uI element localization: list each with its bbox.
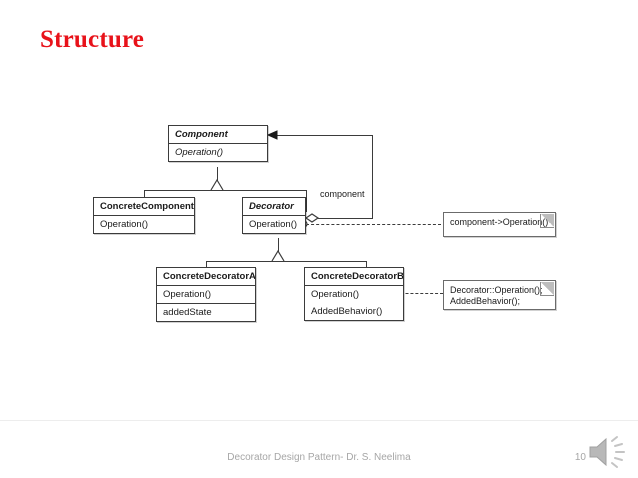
connector-to-concrete-component	[144, 190, 145, 197]
note-fold-corner-icon	[540, 214, 554, 228]
connector-generalization-fork-2	[206, 261, 366, 262]
class-operation-concrete-decorator-b: Operation()	[311, 289, 360, 300]
class-attribute-concrete-decorator-a: addedState	[157, 303, 255, 321]
note-line-1: Decorator::Operation();	[450, 285, 543, 295]
generalization-triangle-icon	[210, 178, 224, 191]
connector-component-down	[217, 167, 218, 181]
class-operation-concrete-decorator-a: Operation()	[163, 289, 212, 300]
class-operation-component: Operation()	[175, 147, 224, 158]
note-line: component->Operation()	[450, 217, 549, 227]
class-name-concrete-component: ConcreteComponent	[94, 198, 194, 216]
note-link-decorator	[306, 224, 441, 225]
aggregation-diamond-icon	[304, 213, 320, 223]
connector-to-decorator	[306, 190, 307, 212]
footer-divider	[0, 420, 638, 421]
class-box-concrete-decorator-b[interactable]: ConcreteDecoratorB Operation() AddedBeha…	[304, 267, 404, 321]
class-name-component: Component	[169, 126, 267, 144]
class-operation-decorator: Operation()	[249, 219, 298, 230]
class-name-concrete-decorator-a: ConcreteDecoratorA	[157, 268, 255, 286]
note-link-concrete-decorator-b	[371, 293, 443, 294]
connector-aggregation-horizontal-bottom	[318, 218, 373, 219]
class-name-decorator: Decorator	[243, 198, 305, 216]
connector-generalization-fork	[144, 190, 306, 191]
connector-to-concrete-decorator-b	[366, 261, 367, 267]
page-title: Structure	[40, 26, 145, 53]
note-box-decorator-operation[interactable]: component->Operation()	[443, 212, 556, 237]
note-box-concrete-decorator-b-operation[interactable]: Decorator::Operation(); AddedBehavior();	[443, 280, 556, 310]
note-line-2: AddedBehavior();	[450, 296, 521, 306]
class-box-decorator[interactable]: Decorator Operation()	[242, 197, 306, 234]
connector-decorator-down	[278, 238, 279, 252]
class-box-component[interactable]: Component Operation()	[168, 125, 268, 162]
connector-aggregation-horizontal-top	[270, 135, 373, 136]
connector-to-concrete-decorator-a	[206, 261, 207, 267]
note-fold-corner-icon-2	[540, 282, 554, 296]
footer-text: Decorator Design Pattern- Dr. S. Neelima	[227, 452, 411, 463]
speaker-icon[interactable]	[584, 432, 632, 472]
class-behavior-concrete-decorator-b: AddedBehavior()	[311, 306, 383, 317]
generalization-triangle-icon-2	[271, 249, 285, 262]
class-box-concrete-component[interactable]: ConcreteComponent Operation()	[93, 197, 195, 234]
connector-aggregation-vertical	[372, 135, 373, 218]
class-box-concrete-decorator-a[interactable]: ConcreteDecoratorA Operation() addedStat…	[156, 267, 256, 322]
page-number: 10	[574, 452, 586, 463]
uml-class-diagram: Component Operation() ConcreteComponent …	[93, 125, 556, 322]
class-operation-concrete-component: Operation()	[100, 219, 149, 230]
association-label-component: component	[320, 189, 365, 199]
class-name-concrete-decorator-b: ConcreteDecoratorB	[305, 268, 403, 286]
